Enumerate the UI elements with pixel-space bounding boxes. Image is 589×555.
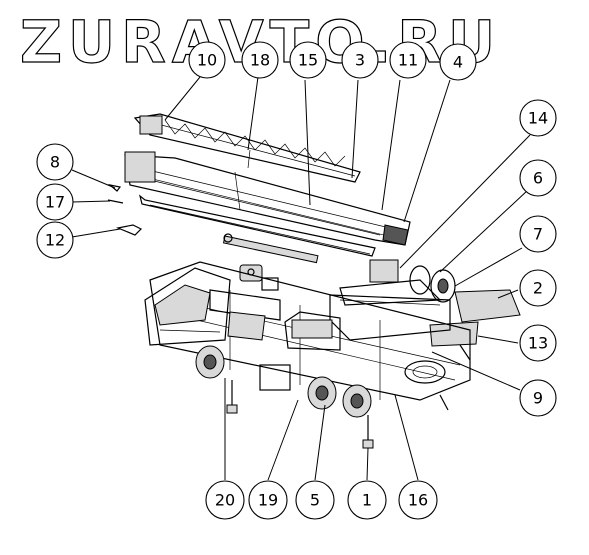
callout-4-label: 4 [453, 53, 463, 72]
callout-4: 4 [439, 43, 477, 81]
callout-3: 3 [341, 41, 379, 79]
lattice-jib [133, 113, 361, 183]
callout-12-label: 12 [45, 231, 65, 250]
callout-18-label: 18 [250, 51, 270, 70]
leader-lines [71, 76, 531, 481]
callout-9: 9 [519, 379, 557, 417]
callout-17: 17 [36, 183, 74, 221]
callout-11-label: 11 [398, 51, 418, 70]
boom-section-lower [138, 194, 376, 257]
wheels [195, 345, 372, 418]
callout-5-label: 5 [310, 491, 320, 510]
callout-9-label: 9 [533, 389, 543, 408]
callout-19-label: 19 [258, 491, 278, 510]
telescopic-boom [124, 149, 411, 246]
frame-deck [209, 289, 291, 391]
operator-cab [284, 311, 341, 351]
callout-15: 15 [289, 41, 327, 79]
callout-18: 18 [241, 41, 279, 79]
callout-10-label: 10 [197, 51, 217, 70]
callout-17-label: 17 [45, 193, 65, 212]
callout-7-label: 7 [533, 225, 543, 244]
callout-15-label: 15 [298, 51, 318, 70]
callout-6-label: 6 [533, 169, 543, 188]
callout-2-label: 2 [533, 279, 543, 298]
slewing-ring [404, 360, 446, 384]
callout-1-label: 1 [362, 491, 372, 510]
luffing-cylinder [222, 233, 319, 264]
callout-10: 10 [188, 41, 226, 79]
callout-16-label: 16 [408, 491, 428, 510]
callout-7: 7 [519, 215, 557, 253]
callout-8-label: 8 [50, 153, 60, 172]
outriggers [226, 344, 471, 449]
callout-20-label: 20 [215, 491, 235, 510]
small-parts [107, 183, 143, 236]
callout-2: 2 [519, 269, 557, 307]
winch-assembly [369, 259, 456, 303]
callout-14: 14 [519, 99, 557, 137]
callout-13-label: 13 [528, 334, 548, 353]
turntable-superstructure [329, 279, 451, 341]
callout-3-label: 3 [355, 51, 365, 70]
callout-5: 5 [295, 480, 335, 520]
callout-8: 8 [36, 143, 74, 181]
callout-1: 1 [347, 480, 387, 520]
callout-16: 16 [398, 480, 438, 520]
counterweight [429, 289, 521, 347]
callout-6: 6 [519, 159, 557, 197]
callout-11: 11 [389, 41, 427, 79]
hook-block [239, 264, 279, 291]
callout-19: 19 [248, 480, 288, 520]
callout-12: 12 [36, 221, 74, 259]
callout-13: 13 [519, 324, 557, 362]
truck-cab [144, 267, 231, 346]
callout-20: 20 [205, 480, 245, 520]
callout-14-label: 14 [528, 109, 548, 128]
